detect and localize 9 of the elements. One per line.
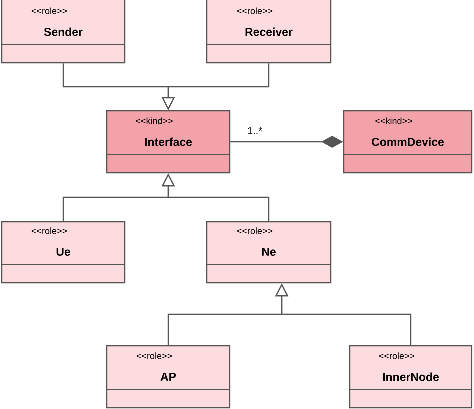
class-box: <<role>> InnerNode bbox=[349, 345, 473, 409]
class-box: <<role>> Sender bbox=[1, 0, 126, 64]
edge-label: 1..* bbox=[246, 126, 264, 136]
class-box: <<role>> Receiver bbox=[206, 0, 332, 64]
class-box: <<kind>> CommDevice bbox=[343, 110, 473, 174]
class-box: <<role>> Ne bbox=[206, 221, 332, 284]
class-box: <<role>> Ue bbox=[1, 221, 126, 284]
class-box: <<role>> AP bbox=[106, 345, 231, 409]
class-box: <<kind>> Interface bbox=[106, 110, 231, 174]
